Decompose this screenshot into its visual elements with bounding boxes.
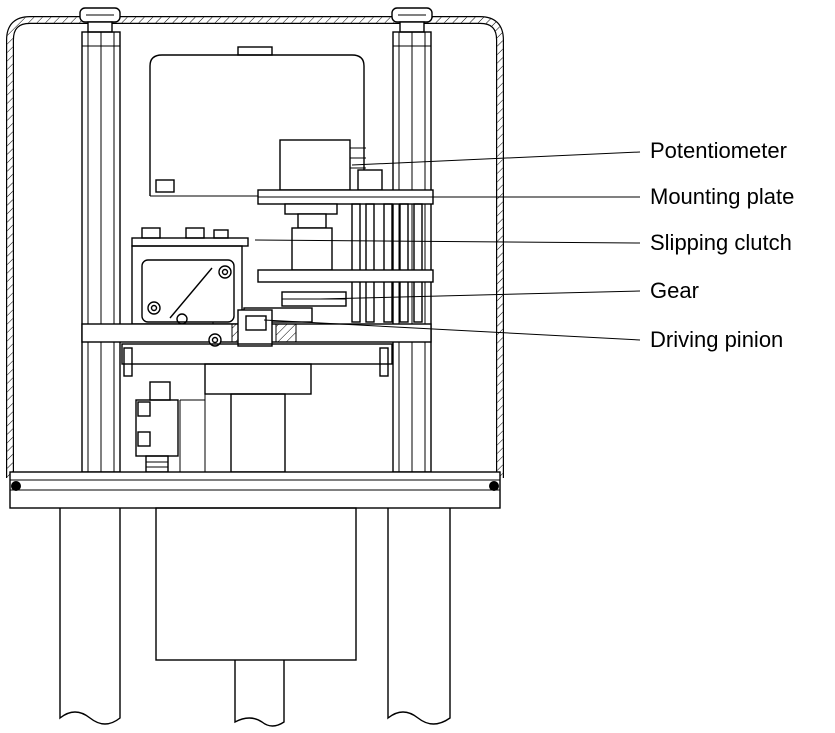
leader-potentiometer xyxy=(351,151,641,166)
lower-bracket xyxy=(121,343,393,473)
label-driving-pinion: Driving pinion xyxy=(650,327,783,352)
lower-housing xyxy=(155,507,357,661)
leader-slipping-clutch xyxy=(254,239,641,244)
label-slipping-clutch: Slipping clutch xyxy=(650,230,792,255)
leader-gear xyxy=(319,290,641,300)
output-shaft xyxy=(234,660,285,727)
microswitch-assembly xyxy=(131,227,249,330)
support-leg-right xyxy=(387,508,451,725)
base-plate xyxy=(9,471,501,509)
top-screw-left xyxy=(79,7,121,33)
top-screw-right xyxy=(391,7,433,33)
leader-driving-pinion xyxy=(263,319,641,341)
potentiometer xyxy=(279,139,383,191)
mounting-plate xyxy=(257,189,434,205)
label-mounting-plate: Mounting plate xyxy=(650,184,794,209)
gear-plate xyxy=(257,269,434,283)
driving-pinion xyxy=(237,309,273,347)
guide-rod-left xyxy=(81,31,121,473)
slipping-clutch xyxy=(284,203,338,271)
label-gear: Gear xyxy=(650,278,699,303)
label-potentiometer: Potentiometer xyxy=(650,138,787,163)
housing-cover xyxy=(6,16,504,478)
support-leg-left xyxy=(59,508,121,725)
plate-pillars xyxy=(351,203,423,323)
guide-rod-right xyxy=(392,31,432,473)
terminal-block xyxy=(135,381,206,473)
leader-lines xyxy=(254,151,641,341)
